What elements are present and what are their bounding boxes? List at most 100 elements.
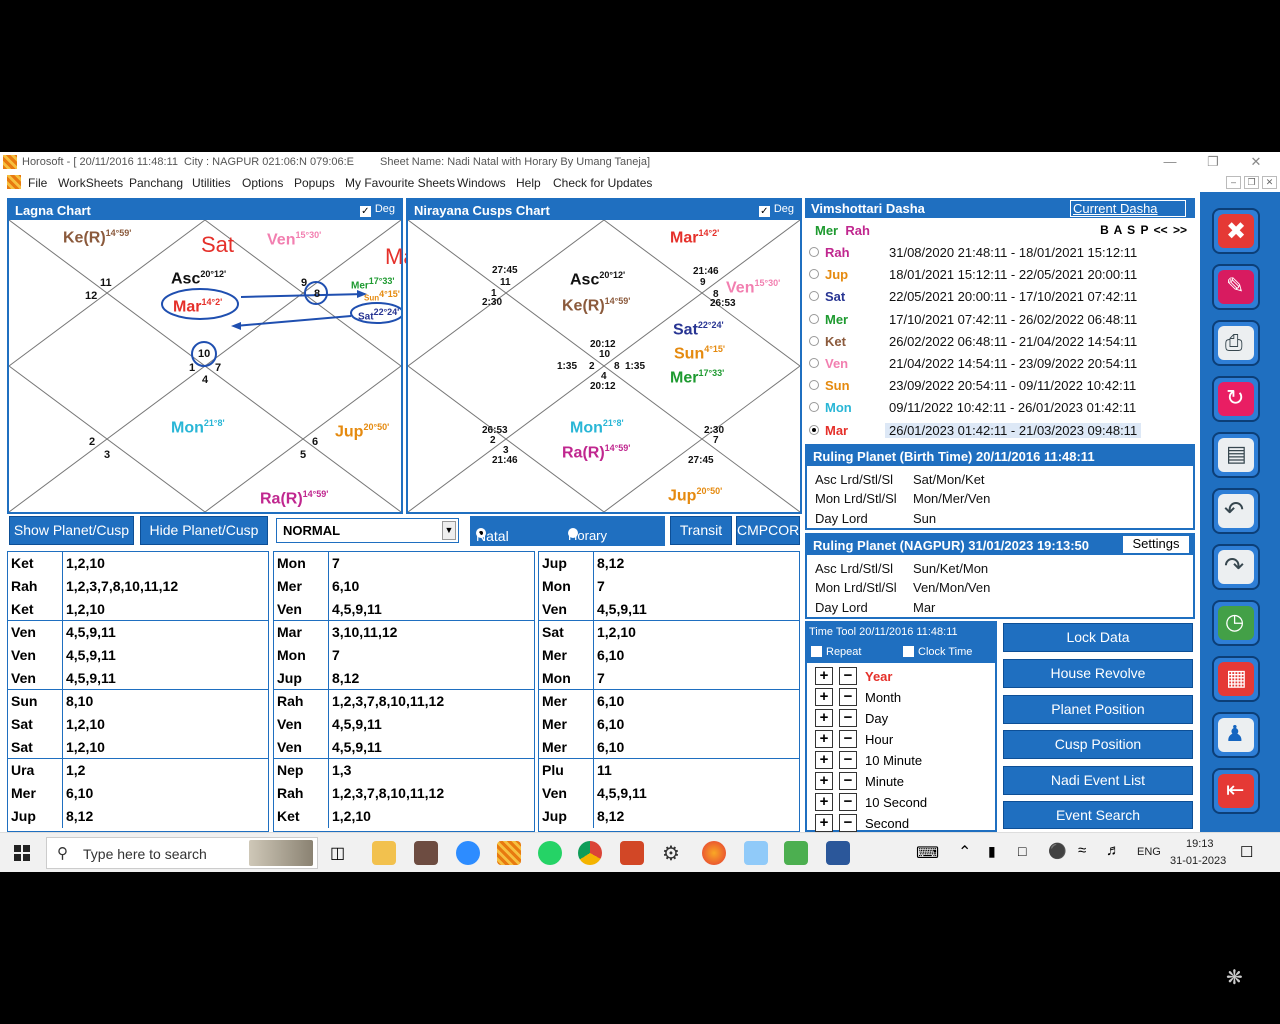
horosoft-taskbar-icon[interactable] bbox=[497, 841, 521, 865]
sync-button[interactable]: ↻ bbox=[1212, 376, 1260, 422]
microphone-icon[interactable]: ⚫ bbox=[1048, 843, 1067, 860]
lagna-planet-ra[interactable]: Ra(R)14°59' bbox=[260, 489, 329, 508]
dasha-radio[interactable] bbox=[809, 402, 819, 413]
plus-icon[interactable]: + bbox=[815, 814, 833, 832]
back-button[interactable]: ↶ bbox=[1212, 488, 1260, 534]
house-revolve-button[interactable]: House Revolve bbox=[1003, 659, 1193, 688]
file-explorer-icon[interactable] bbox=[372, 841, 396, 865]
zoom-icon[interactable] bbox=[456, 841, 480, 865]
chrome-icon[interactable] bbox=[578, 841, 602, 865]
dasha-radio[interactable] bbox=[809, 247, 819, 257]
windows-start-icon[interactable] bbox=[14, 845, 30, 861]
cusps-planet-mon[interactable]: Mon21°8' bbox=[570, 418, 624, 437]
cusp-position-button[interactable]: Cusp Position bbox=[1003, 730, 1193, 759]
plus-icon[interactable]: + bbox=[815, 667, 833, 685]
mdi-minimize-icon[interactable]: – bbox=[1226, 176, 1241, 189]
current-dasha-button[interactable]: Current Dasha bbox=[1070, 200, 1186, 217]
menu-help[interactable]: Help bbox=[516, 176, 541, 190]
app-icon-1[interactable] bbox=[414, 841, 438, 865]
dasha-radio[interactable] bbox=[809, 335, 819, 346]
cusps-deg-toggle[interactable]: ✓Deg bbox=[758, 203, 794, 217]
menu-app-icon[interactable] bbox=[7, 175, 21, 189]
clock-time-toggle[interactable]: Clock Time bbox=[903, 646, 972, 658]
settings-button[interactable]: Settings bbox=[1123, 536, 1189, 553]
battery-icon[interactable]: ▮ bbox=[988, 843, 996, 859]
taskbar-search-box[interactable]: ⚲ Type here to search bbox=[46, 837, 318, 869]
cusps-planet-asc[interactable]: Asc20°12' bbox=[570, 270, 626, 289]
show-planet-cusp-button[interactable]: Show Planet/Cusp bbox=[9, 516, 134, 545]
menu-windows[interactable]: Windows bbox=[457, 176, 506, 190]
dasha-radio[interactable] bbox=[809, 269, 819, 280]
minus-icon[interactable]: − bbox=[839, 730, 857, 748]
clock-time-checkbox[interactable] bbox=[903, 646, 914, 657]
exit-button[interactable]: ⇤ bbox=[1212, 768, 1260, 814]
usb-icon[interactable]: □ bbox=[1018, 843, 1027, 859]
notification-icon[interactable]: ☐ bbox=[1240, 844, 1254, 861]
lagna-planet-ke[interactable]: Ke(R)14°59' bbox=[63, 228, 132, 247]
cusps-planet-ra[interactable]: Ra(R)14°59' bbox=[562, 443, 631, 462]
nadi-event-list-button[interactable]: Nadi Event List bbox=[1003, 766, 1193, 795]
minus-icon[interactable]: − bbox=[839, 793, 857, 811]
menu-worksheets[interactable]: WorkSheets bbox=[58, 176, 124, 190]
plus-icon[interactable]: + bbox=[815, 688, 833, 706]
task-view-icon[interactable]: ◫ bbox=[330, 845, 346, 862]
users-button[interactable]: ♟ bbox=[1212, 712, 1260, 758]
clock-button[interactable]: ◷ bbox=[1212, 600, 1260, 646]
mdi-restore-icon[interactable]: ❐ bbox=[1244, 176, 1259, 189]
plus-icon[interactable]: + bbox=[815, 709, 833, 727]
cusps-planet-sun[interactable]: Sun4°15' bbox=[674, 344, 725, 363]
menu-popups[interactable]: Popups bbox=[294, 176, 335, 190]
dasha-radio[interactable] bbox=[809, 424, 819, 435]
mdi-close-icon[interactable]: ✕ bbox=[1262, 176, 1277, 189]
report-button[interactable]: ▤ bbox=[1212, 432, 1260, 478]
menu-favourite-sheets[interactable]: My Favourite Sheets bbox=[345, 176, 456, 190]
tools-button[interactable]: ✖ bbox=[1212, 208, 1260, 254]
powerpoint-icon[interactable] bbox=[620, 841, 644, 865]
dasha-radio[interactable] bbox=[809, 358, 819, 368]
menu-options[interactable]: Options bbox=[242, 176, 284, 190]
lagna-planet-jup[interactable]: Jup20°50' bbox=[335, 422, 390, 441]
minus-icon[interactable]: − bbox=[839, 709, 857, 727]
edit-button[interactable]: ✎ bbox=[1212, 264, 1260, 310]
wifi-icon[interactable]: ≈ bbox=[1078, 842, 1087, 859]
dasha-radio[interactable] bbox=[809, 291, 819, 302]
chevron-down-icon[interactable]: ▼ bbox=[442, 521, 456, 540]
cusps-planet-jup[interactable]: Jup20°50' bbox=[668, 486, 723, 505]
language-indicator[interactable]: ENG bbox=[1137, 846, 1161, 858]
menu-utilities[interactable]: Utilities bbox=[192, 176, 231, 190]
keyboard-icon[interactable]: ⌨ bbox=[916, 845, 940, 862]
settings-gear-icon[interactable]: ⚙ bbox=[662, 843, 680, 865]
lagna-planet-mer[interactable]: Mer17°33' bbox=[351, 276, 395, 292]
minus-icon[interactable]: − bbox=[839, 688, 857, 706]
horary-radio-dot[interactable] bbox=[568, 528, 578, 538]
paint-icon[interactable] bbox=[744, 841, 768, 865]
minus-icon[interactable]: − bbox=[839, 814, 857, 832]
